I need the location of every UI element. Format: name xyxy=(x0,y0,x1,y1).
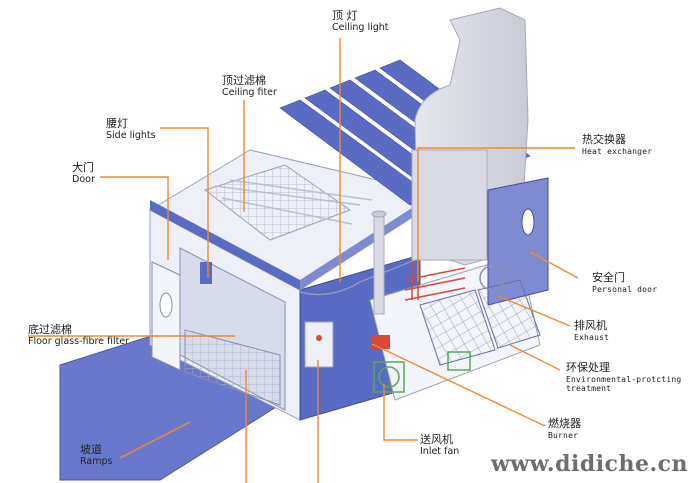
roof-lip xyxy=(150,200,300,290)
burner-cn: 燃烧器 xyxy=(548,417,581,430)
leader-side-lights xyxy=(160,127,209,278)
leader-inlet-fan xyxy=(383,384,418,441)
inlet-fan-cn: 送风机 xyxy=(420,433,453,446)
personal-door-cn: 安全门 xyxy=(592,271,625,284)
label-burner: 燃烧器 Burner xyxy=(548,417,581,440)
environmental-en: Environmental-protcting xyxy=(566,374,682,384)
label-side-lights: 腰灯 Side lights xyxy=(106,117,156,142)
chimney-cap xyxy=(371,210,387,218)
side-lights-en: Side lights xyxy=(106,129,156,141)
environmental-en2: treatment xyxy=(566,383,612,393)
label-exhaust: 排风机 Exhaust xyxy=(574,319,610,342)
chimney xyxy=(373,213,385,315)
ceiling-light-cn: 顶 灯 xyxy=(332,9,358,22)
leader-heat-exchanger xyxy=(417,147,575,282)
watermark: www.didiche.cn xyxy=(490,451,688,477)
label-floor-filter: 底过滤棉 Floor glass-fibre filter xyxy=(28,323,130,348)
label-heat-exchanger: 热交换器 Heat exchanger xyxy=(582,133,653,156)
leader-exhaust xyxy=(497,295,571,327)
leader-ramps xyxy=(119,421,191,459)
ceiling-filter-en: Ceiling fiter xyxy=(222,86,277,98)
side-light-strip xyxy=(200,262,212,284)
label-ceiling-filter: 顶过滤棉 Ceiling fiter xyxy=(222,74,277,99)
door-window xyxy=(159,292,173,318)
eco-filter-panel-1 xyxy=(419,289,496,366)
personal-door-window xyxy=(521,208,535,236)
inlet-fan-wheel xyxy=(378,366,400,388)
door-cn: 大门 xyxy=(72,161,94,174)
inlet-fan-box xyxy=(373,361,405,393)
heat-exchanger-body xyxy=(411,149,488,261)
burner-en: Burner xyxy=(548,430,579,440)
control-panel xyxy=(304,321,334,368)
ceiling-filter-cn: 顶过滤棉 xyxy=(222,74,266,87)
label-door: 大门 Door xyxy=(72,161,95,186)
leader-lines xyxy=(28,38,579,483)
inlet-fan-en: Inlet fan xyxy=(420,445,460,457)
roof-side-lip xyxy=(300,190,440,290)
label-ramps: 坡道 Ramps xyxy=(80,443,113,468)
burner-block xyxy=(372,335,390,349)
control-light xyxy=(316,335,322,341)
personal-door-en: Personal door xyxy=(592,284,658,294)
floor-filter-en: Floor glass-fibre filter xyxy=(28,335,130,347)
label-personal-door: 安全门 Personal door xyxy=(592,271,658,294)
heat-exchanger-en: Heat exchanger xyxy=(582,146,653,156)
side-lights-cn: 腰灯 xyxy=(106,117,128,130)
door-en: Door xyxy=(72,173,95,185)
exhaust-cn: 排风机 xyxy=(574,319,607,332)
leader-door xyxy=(100,176,169,260)
roof-hood xyxy=(299,257,421,296)
environmental-cn: 环保处理 xyxy=(566,361,610,374)
floor-filter-cn: 底过滤棉 xyxy=(28,323,72,336)
label-environmental: 环保处理 Environmental-protcting treatment xyxy=(566,361,682,393)
ceiling-filter-frame xyxy=(203,164,352,241)
ramps-cn: 坡道 xyxy=(80,443,102,456)
exhaust-fan-wheel xyxy=(479,265,505,291)
eco-filter-panel-2 xyxy=(477,279,541,349)
exhaust-en: Exhaust xyxy=(574,332,610,342)
leader-burner xyxy=(371,343,546,427)
label-ceiling-light: 顶 灯 Ceiling light xyxy=(332,9,389,34)
label-inlet-fan: 送风机 Inlet fan xyxy=(420,433,460,458)
leader-personal-door xyxy=(529,251,579,279)
heat-exchanger-cn: 热交换器 xyxy=(582,133,626,146)
ramps-en: Ramps xyxy=(80,455,113,467)
ceiling-light-en: Ceiling light xyxy=(332,21,389,33)
eco-green-unit xyxy=(447,351,471,371)
floor-grid xyxy=(184,329,281,406)
leader-environmental xyxy=(509,344,561,371)
